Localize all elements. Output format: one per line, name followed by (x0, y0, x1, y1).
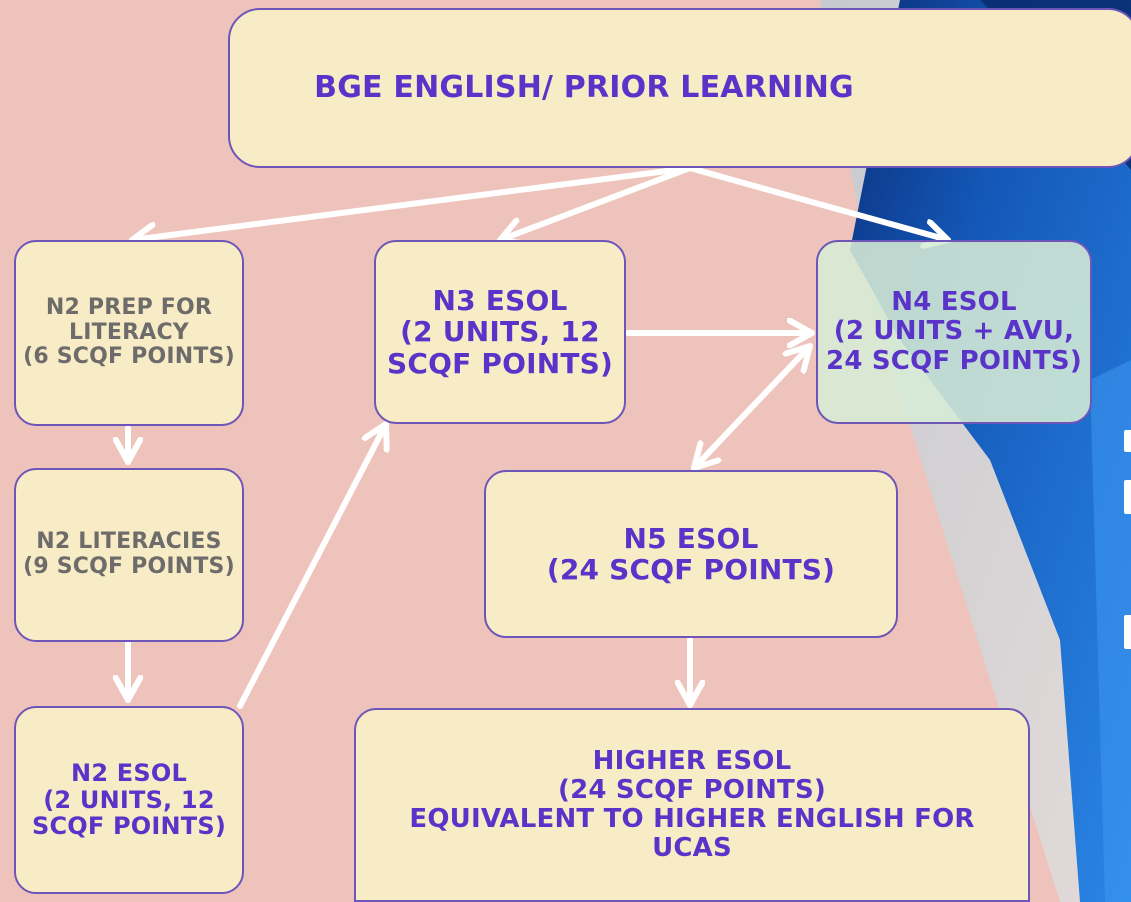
node-higher-esol: HIGHER ESOL (24 SCQF POINTS) EQUIVALENT … (354, 708, 1030, 902)
node-n2-prep-for-literacy: N2 PREP FOR LITERACY (6 SCQF POINTS) (14, 240, 244, 426)
node-bge-english-label: BGE ENGLISH/ PRIOR LEARNING (314, 70, 854, 106)
cropped-text-fragment (1124, 480, 1131, 514)
node-n2-prep-for-literacy-label: N2 PREP FOR LITERACY (6 SCQF POINTS) (23, 295, 235, 370)
node-n2-literacies: N2 LITERACIES (9 SCQF POINTS) (14, 468, 244, 642)
cropped-text-fragment (1124, 430, 1131, 452)
node-higher-esol-label: HIGHER ESOL (24 SCQF POINTS) EQUIVALENT … (409, 745, 975, 864)
node-n5-esol-label: N5 ESOL (24 SCQF POINTS) (546, 521, 836, 586)
node-n2-esol-label: N2 ESOL (2 UNITS, 12 SCQF POINTS) (31, 758, 227, 841)
node-n2-literacies-label: N2 LITERACIES (9 SCQF POINTS) (23, 529, 235, 579)
node-n3-esol: N3 ESOL (2 UNITS, 12 SCQF POINTS) (374, 240, 626, 424)
node-n4-esol: N4 ESOL (2 UNITS + AVU, 24 SCQF POINTS) (816, 240, 1092, 424)
node-bge-english: BGE ENGLISH/ PRIOR LEARNING (228, 8, 1131, 168)
cropped-text-fragment (1124, 615, 1131, 649)
blue-sheet-edge (1090, 360, 1131, 902)
node-n4-esol-label: N4 ESOL (2 UNITS + AVU, 24 SCQF POINTS) (826, 287, 1082, 376)
node-n5-esol: N5 ESOL (24 SCQF POINTS) (484, 470, 898, 638)
node-n2-esol: N2 ESOL (2 UNITS, 12 SCQF POINTS) (14, 706, 244, 894)
node-n3-esol-label: N3 ESOL (2 UNITS, 12 SCQF POINTS) (386, 283, 614, 380)
